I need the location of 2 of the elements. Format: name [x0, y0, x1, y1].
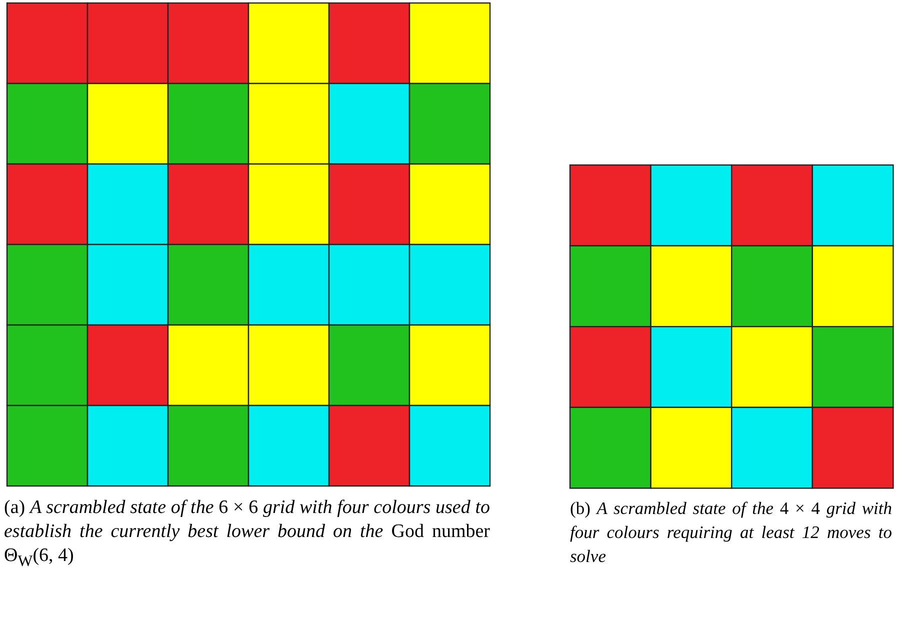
figure-caption: (b) A scrambled state of the 4 × 4 grid with four colours requiring at least 12 moves to solve	[570, 497, 892, 568]
figure-caption: (a) A scrambled state of the 6 × 6 grid with four colours used to establish the currently best lower bound on the God number Θ$_{W}$(6, 4)	[4, 496, 490, 572]
